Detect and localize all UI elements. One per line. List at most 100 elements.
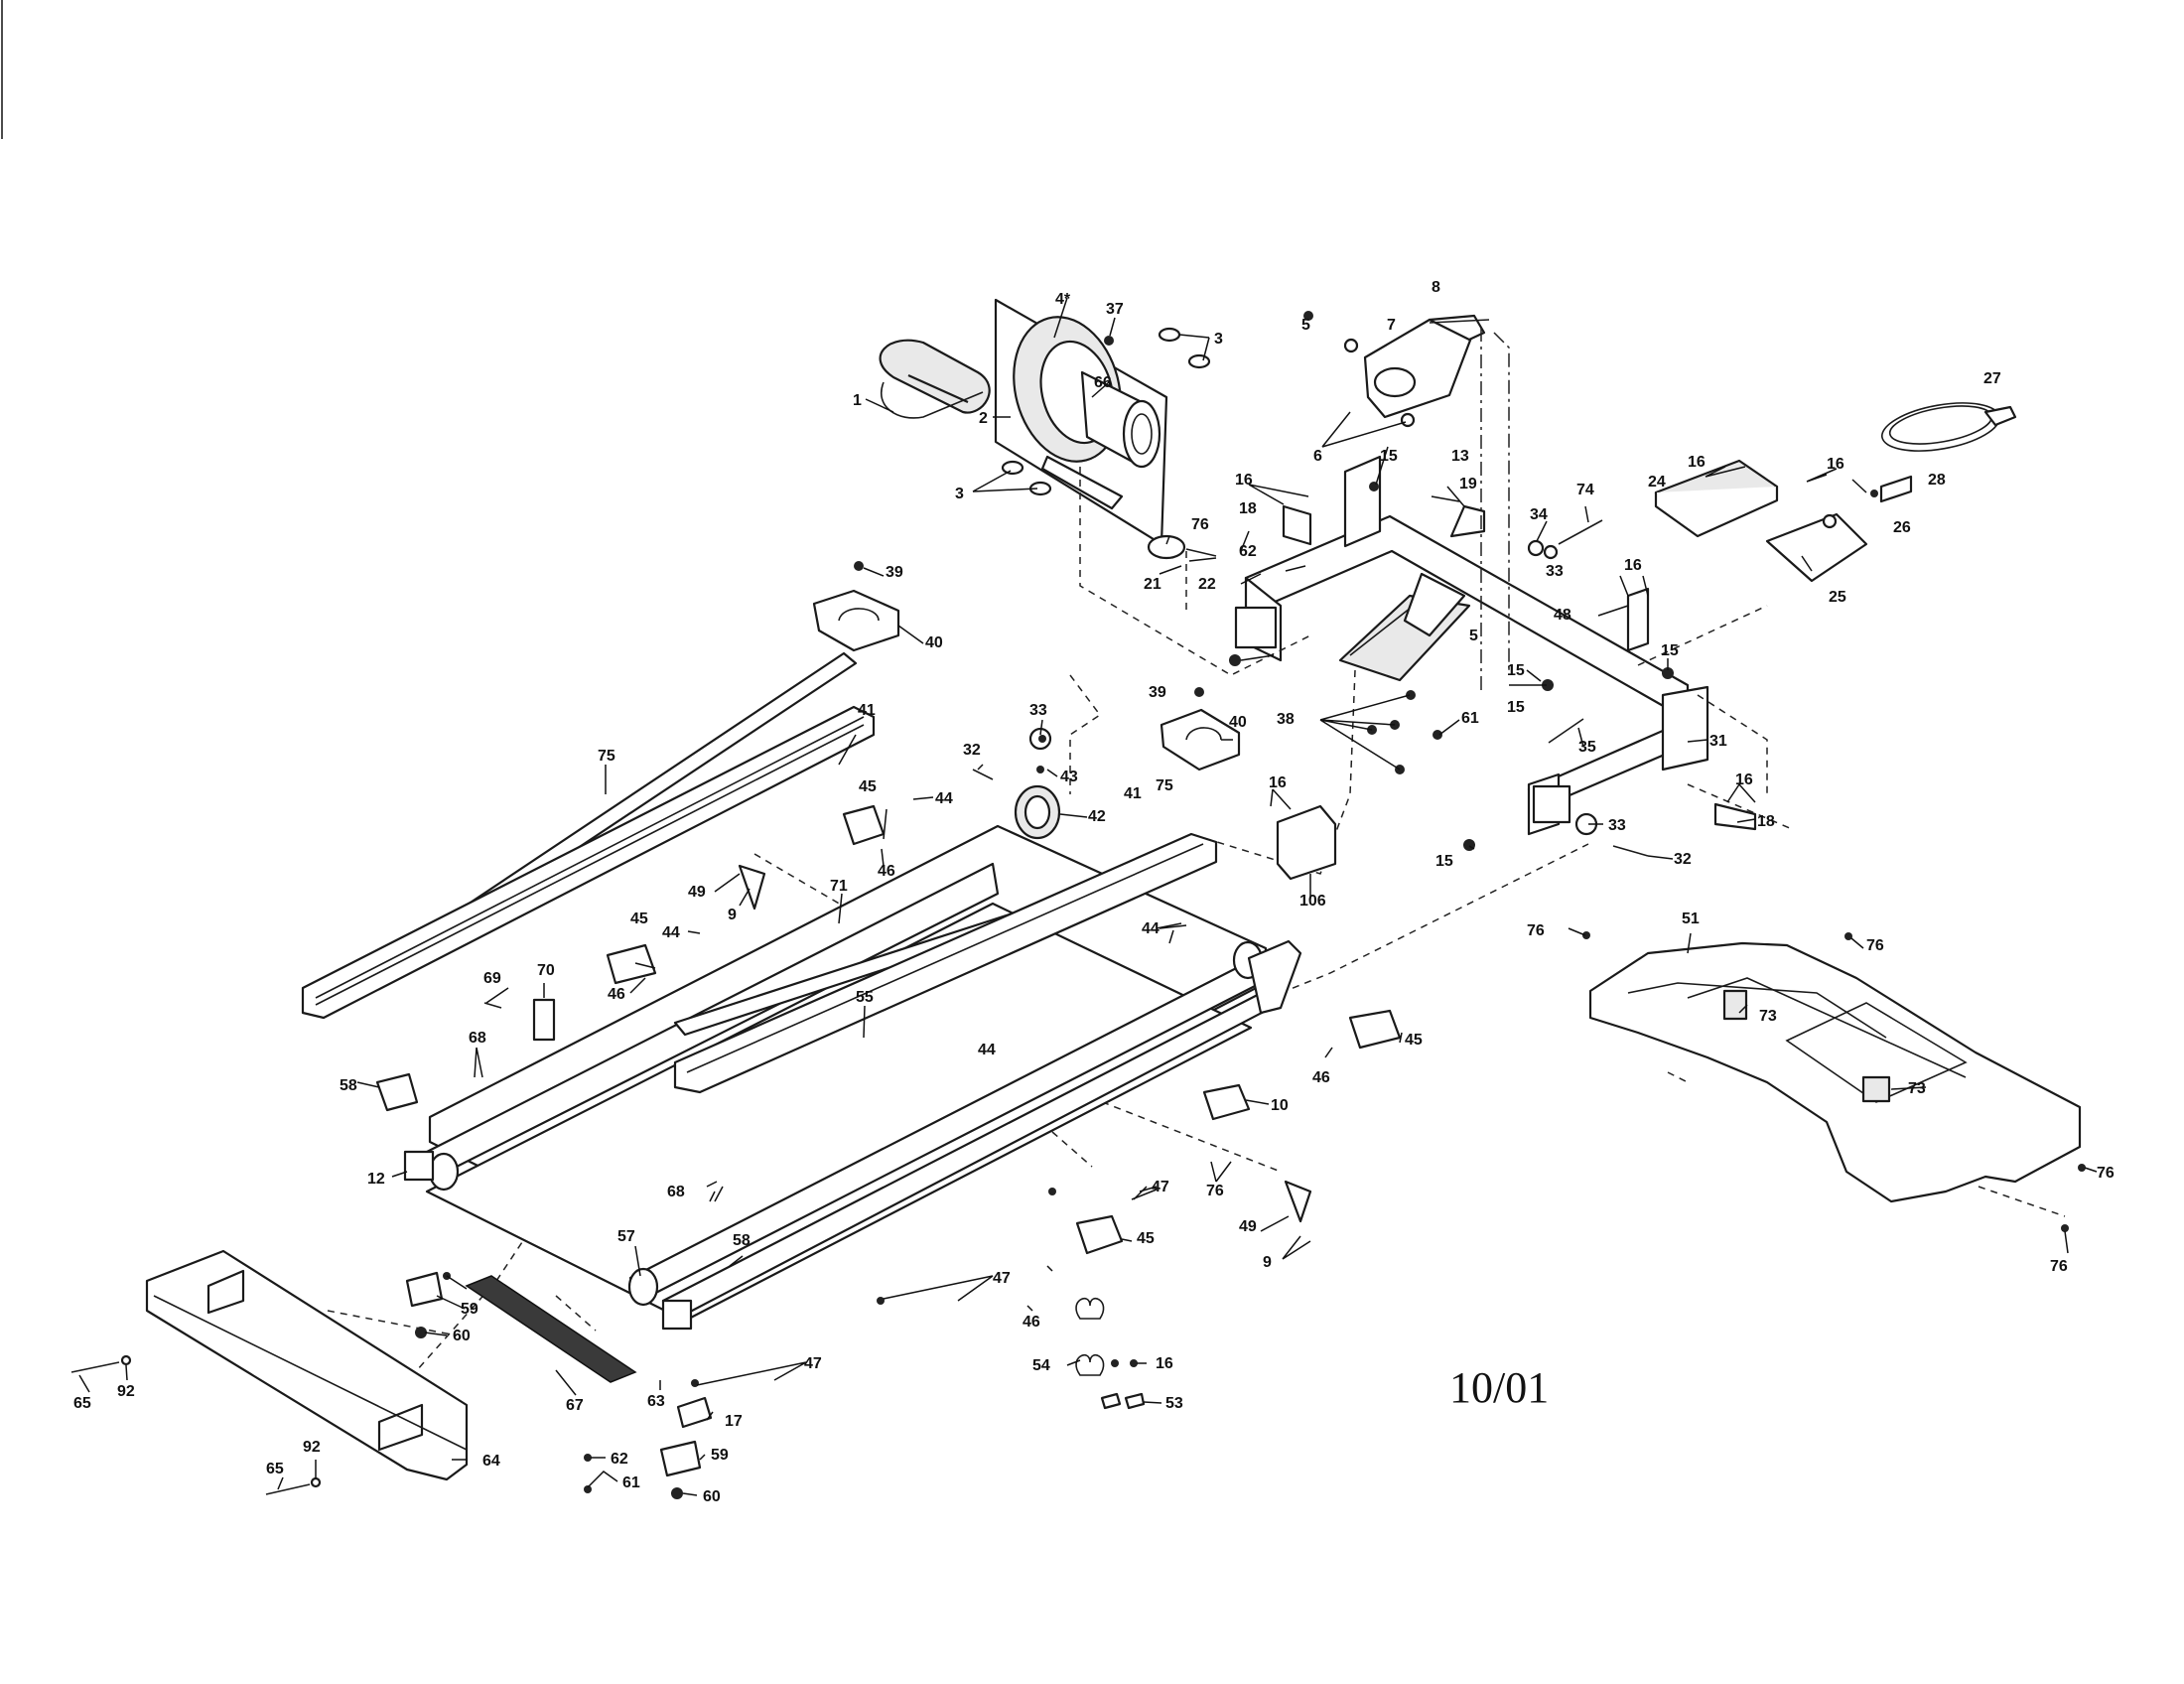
motor-hood-51-inner-b xyxy=(1687,977,1967,1078)
callout-59-left: 59 xyxy=(461,1301,478,1318)
callout-10: 10 xyxy=(1271,1097,1289,1114)
callout-45-mid: 45 xyxy=(630,911,648,927)
washer-34 xyxy=(1527,539,1545,557)
screw-61 xyxy=(584,1485,592,1493)
bolt-32-left xyxy=(972,769,994,780)
motor-hood-51-inner-a xyxy=(1627,982,1887,1039)
callout-38: 38 xyxy=(1277,711,1295,728)
frame-tube-12 xyxy=(403,1150,435,1182)
plate-48 xyxy=(1626,587,1650,652)
frame-tube-end xyxy=(1234,606,1278,649)
callout-51: 51 xyxy=(1682,911,1700,927)
washer-92-left xyxy=(120,1354,132,1366)
switch-70 xyxy=(532,998,556,1042)
callout-47-mid: 47 xyxy=(993,1270,1011,1287)
left-side-rails xyxy=(301,561,900,1020)
pad-73a xyxy=(1722,989,1748,1021)
nut-15c xyxy=(1542,679,1554,691)
motor-base-bracket xyxy=(1040,455,1124,510)
callout-8: 8 xyxy=(1432,279,1440,296)
callout-48: 48 xyxy=(1554,607,1571,624)
bracket-49-left xyxy=(738,864,766,911)
callout-45-right: 45 xyxy=(1405,1032,1423,1049)
front-roller-end xyxy=(428,1152,460,1192)
callout-25: 25 xyxy=(1829,589,1846,606)
callout-3-bottom: 3 xyxy=(955,486,964,502)
screw-60-right xyxy=(671,1487,683,1499)
bolt-38e xyxy=(1433,730,1442,740)
motor-hood-51 xyxy=(1588,941,2082,1203)
screw-47d xyxy=(691,1379,699,1387)
callout-46-right: 46 xyxy=(1312,1069,1330,1086)
callout-76-top: 76 xyxy=(1191,516,1209,533)
motor-endcap xyxy=(1122,399,1161,469)
callout-15-mid: 15 xyxy=(1661,642,1679,659)
callout-75-right: 75 xyxy=(1156,777,1173,794)
part-21 xyxy=(1147,534,1186,560)
bracket-18a xyxy=(1282,504,1312,546)
callout-67: 67 xyxy=(566,1397,584,1414)
nut-15d xyxy=(1662,667,1674,679)
screw-47b xyxy=(1048,1188,1056,1195)
controller-board-side xyxy=(1654,487,1779,538)
callout-68-lower: 68 xyxy=(667,1184,685,1200)
callout-76-right-top: 76 xyxy=(1866,937,1884,954)
incline-motor-cap xyxy=(1373,366,1417,398)
callout-18-right: 18 xyxy=(1757,813,1775,830)
callout-43: 43 xyxy=(1060,769,1078,785)
nut-53b xyxy=(1124,1392,1146,1410)
pad-73b xyxy=(1861,1075,1891,1103)
bracket-18b xyxy=(1713,802,1757,831)
callout-55: 55 xyxy=(856,989,874,1006)
rear-roller-end xyxy=(627,1267,659,1307)
callout-44-top: 44 xyxy=(935,790,953,807)
screw-16-misc xyxy=(1111,1359,1119,1367)
callout-60-right: 60 xyxy=(703,1488,721,1505)
screw-69 xyxy=(483,1002,502,1009)
bolt-74 xyxy=(1558,519,1603,545)
cord-clamp-26 xyxy=(1879,475,1913,503)
callout-33-left: 33 xyxy=(1029,702,1047,719)
callout-76-right-mid: 76 xyxy=(2097,1165,2115,1182)
screw-43 xyxy=(1036,766,1044,773)
callout-5-mid: 5 xyxy=(1469,628,1478,644)
motor-hood-assembly xyxy=(1582,931,2086,1232)
callout-31: 31 xyxy=(1709,733,1727,750)
cushion-45a xyxy=(842,804,886,846)
bolt-65-left xyxy=(70,1361,120,1373)
incline-motor xyxy=(1363,318,1473,419)
callout-41-left: 41 xyxy=(858,702,876,719)
incline-cradle-back xyxy=(1403,572,1466,637)
front-hood-assembly xyxy=(70,1249,592,1495)
screw-16-misc-b xyxy=(1130,1359,1138,1367)
washer-92-right xyxy=(310,1476,322,1488)
callout-15-lower: 15 xyxy=(1507,699,1525,716)
callout-62-bottom: 62 xyxy=(611,1451,628,1468)
callout-39-left: 39 xyxy=(886,564,903,581)
callout-32-left: 32 xyxy=(963,742,981,759)
callout-5-top: 5 xyxy=(1301,317,1310,334)
cord-plate-hole xyxy=(1822,513,1838,529)
foot-59-right xyxy=(659,1440,702,1477)
callout-12: 12 xyxy=(367,1171,385,1188)
leader-lines xyxy=(78,297,2098,1496)
callout-44-mid: 44 xyxy=(662,924,680,941)
misc-hardware xyxy=(1075,1297,1146,1410)
screw-39-right xyxy=(1194,687,1204,697)
nut-3a xyxy=(1158,327,1181,343)
callout-21: 21 xyxy=(1144,576,1161,593)
callout-74: 74 xyxy=(1576,482,1594,498)
hood-64-tab-right xyxy=(377,1403,424,1452)
callout-24: 24 xyxy=(1648,474,1666,491)
callout-62-top: 62 xyxy=(1239,543,1257,560)
screw-76a xyxy=(1582,931,1590,939)
cushion-45d xyxy=(1075,1214,1124,1255)
callout-34: 34 xyxy=(1530,506,1548,523)
grip-strip-67 xyxy=(465,1275,637,1383)
foot-59-left xyxy=(405,1271,444,1308)
callout-16-g: 16 xyxy=(1156,1355,1173,1372)
callout-73-b: 73 xyxy=(1908,1080,1926,1097)
side-rail-41-right-groove xyxy=(686,843,1204,1073)
incline-shaft xyxy=(1429,319,1490,324)
callout-16-a: 16 xyxy=(1235,472,1253,489)
